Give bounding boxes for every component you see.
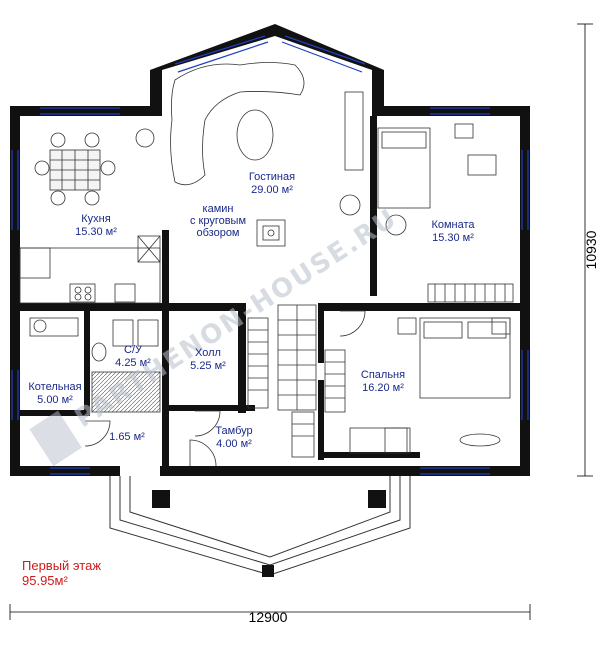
room-area: 15.30 м² <box>432 232 474 244</box>
outer-walls <box>10 24 530 476</box>
kitchen-area: 15.30 м² <box>75 226 117 238</box>
boiler-area: 5.00 м² <box>37 394 73 406</box>
kitchen-furniture <box>19 132 161 304</box>
hall-name: Холл <box>195 347 221 359</box>
kitchen-name: Кухня <box>81 213 110 225</box>
vestibule-area: 4.00 м² <box>216 438 252 450</box>
hall-area: 5.25 м² <box>190 360 226 372</box>
bedroom-name: Спальня <box>361 369 405 381</box>
living-room-name: Гостиная <box>249 171 295 183</box>
floor-area: 95.95м² <box>22 573 68 588</box>
bedroom-furniture <box>349 123 511 454</box>
column-right <box>368 490 386 508</box>
radiators <box>247 283 514 458</box>
plants <box>135 128 407 236</box>
bathroom-area: 4.25 м² <box>115 357 151 369</box>
bathroom-fixtures <box>29 317 161 413</box>
windows <box>11 35 529 475</box>
bathroom-name: С/У <box>124 344 143 356</box>
fireplace-line2: с круговым <box>190 215 246 227</box>
height-dimension: 10930 <box>583 230 599 269</box>
bedroom-area: 16.20 м² <box>362 382 404 394</box>
fireplace-line3: обзором <box>196 227 239 239</box>
doors <box>84 310 366 467</box>
living-furniture <box>170 62 364 247</box>
vestibule-name: Тамбур <box>215 425 252 437</box>
room-name: Комната <box>431 219 475 231</box>
watermark-logo <box>29 410 82 467</box>
dimension-lines <box>9 23 593 620</box>
interior-walls <box>20 116 520 470</box>
floor-name: Первый этаж <box>22 558 101 573</box>
column-left <box>152 490 170 508</box>
width-dimension: 12900 <box>249 609 288 625</box>
boiler-name: Котельная <box>28 381 81 393</box>
living-room-area: 29.00 м² <box>251 184 293 196</box>
closet-area: 1.65 м² <box>109 431 145 443</box>
fireplace-line1: камин <box>203 203 234 215</box>
column-front <box>262 565 274 577</box>
stairs <box>277 304 317 411</box>
